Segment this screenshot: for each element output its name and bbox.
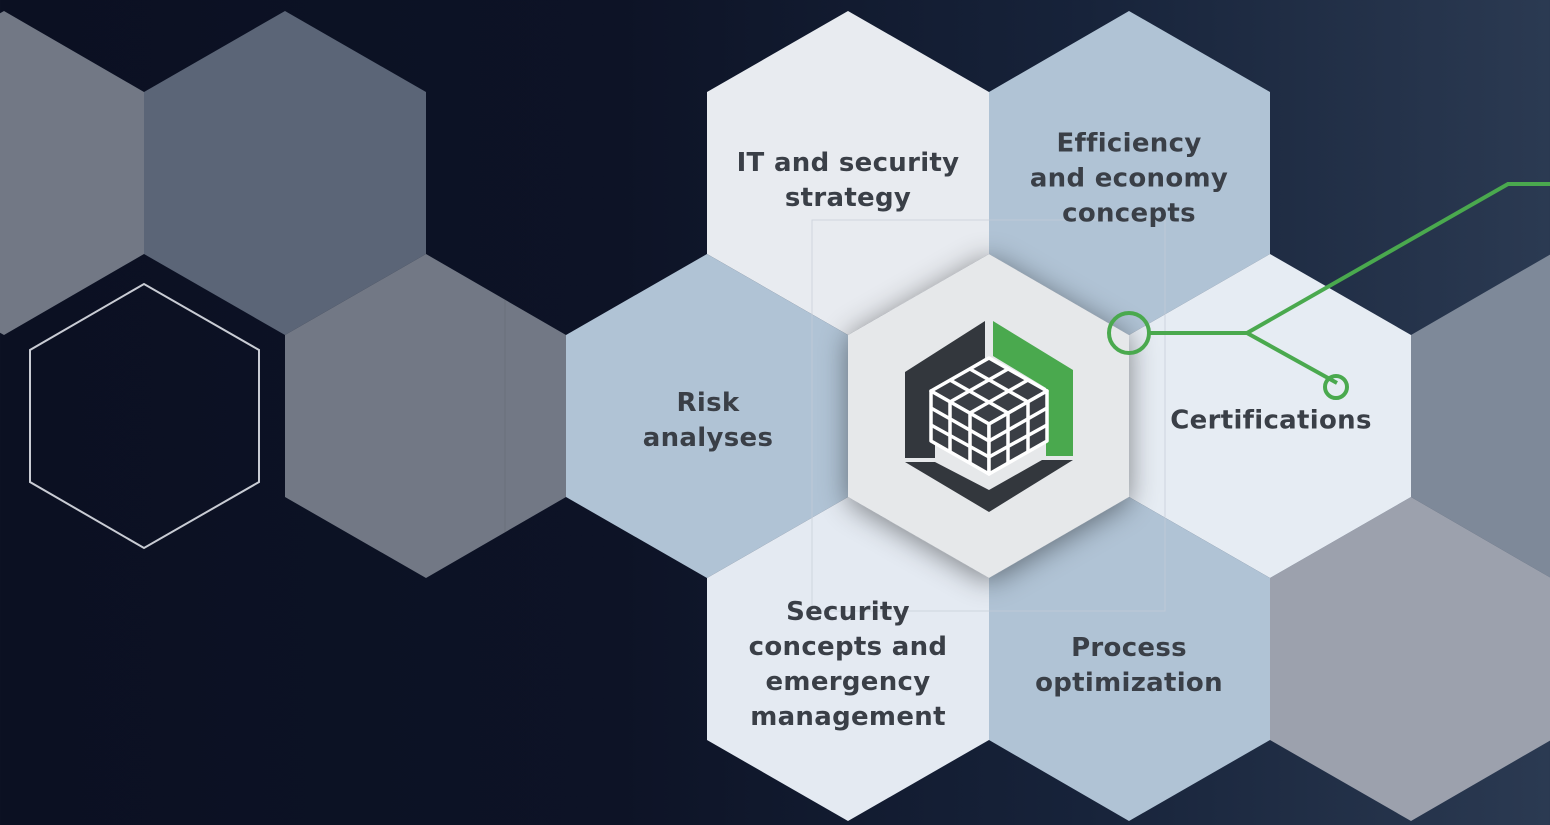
hex-security-concepts xyxy=(707,497,989,821)
cube-icon xyxy=(905,321,1073,512)
label-efficiency-economy: Efficiency and economy concepts xyxy=(1029,128,1229,229)
bg-hex-mid xyxy=(285,254,566,578)
connector-ring-small xyxy=(1323,374,1349,400)
label-security-concepts: Security concepts and emergency manageme… xyxy=(748,597,948,732)
label-risk-analyses: Risk analyses xyxy=(642,388,774,453)
bg-hex-right-mid xyxy=(1411,254,1550,578)
label-process-optimization: Process optimization xyxy=(1035,633,1223,698)
outline-hex xyxy=(29,282,260,550)
bg-hex-right-bottom xyxy=(1270,497,1550,821)
green-connector xyxy=(1107,182,1550,400)
center-frame xyxy=(811,219,1166,612)
connector-ring-large xyxy=(1107,311,1151,355)
label-certifications: Certifications xyxy=(1170,405,1372,436)
hex-efficiency-economy xyxy=(989,11,1270,335)
hex-process-optimization xyxy=(989,497,1270,821)
bg-hex-left-top xyxy=(0,11,144,335)
bg-hex-top xyxy=(144,11,426,335)
hex-risk-analyses xyxy=(566,254,848,578)
hex-it-security-strategy xyxy=(707,11,989,335)
label-it-security-strategy: IT and security strategy xyxy=(736,148,960,213)
